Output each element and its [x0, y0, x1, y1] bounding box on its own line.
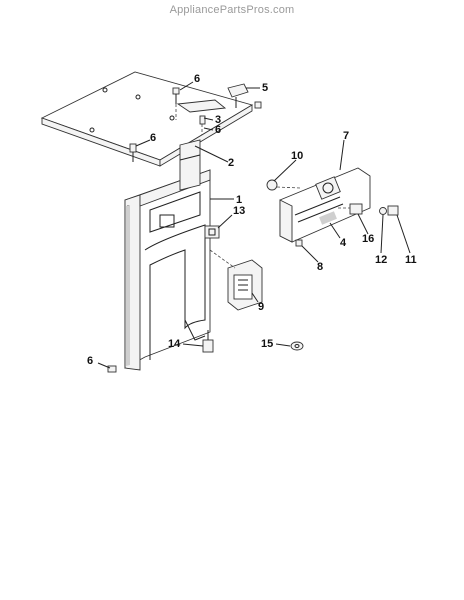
- callout-15: 15: [261, 338, 273, 350]
- callout-6c: 6: [150, 132, 156, 144]
- upper-bracket[interactable]: [179, 139, 201, 191]
- leader-lines: [97, 81, 411, 369]
- callout-3: 3: [215, 114, 221, 126]
- callout-7: 7: [343, 130, 349, 142]
- callout-5: 5: [262, 82, 268, 94]
- watermark: AppliancePartsPros.com: [169, 4, 295, 16]
- clip-part-3[interactable]: [176, 99, 227, 135]
- callout-8: 8: [317, 261, 323, 273]
- component-part-5[interactable]: [227, 83, 249, 108]
- washer-part-12[interactable]: [379, 207, 387, 215]
- callout-6d: 6: [87, 355, 93, 367]
- label-part-4[interactable]: [319, 211, 337, 225]
- callout-labels: 6 5 3 6 6 2 1 13 9 14 6 15 7 10 4 8 16 1…: [87, 73, 417, 367]
- main-housing[interactable]: [124, 169, 211, 371]
- callout-13: 13: [233, 205, 245, 217]
- screw-6c[interactable]: [129, 143, 137, 162]
- screw-6b[interactable]: [254, 101, 262, 109]
- callout-1: 1: [236, 194, 242, 206]
- screw-part-8[interactable]: [295, 239, 303, 247]
- switch-part-16[interactable]: [338, 203, 363, 215]
- callout-14: 14: [168, 338, 181, 350]
- callout-9: 9: [258, 301, 264, 313]
- knob-part-10[interactable]: [266, 179, 301, 191]
- washer-part-15[interactable]: [290, 341, 304, 351]
- callout-11: 11: [405, 254, 417, 266]
- callout-2: 2: [228, 157, 234, 169]
- screw-6a[interactable]: [172, 87, 180, 120]
- button-part-11[interactable]: [387, 205, 399, 216]
- screw-6d[interactable]: [107, 365, 117, 373]
- callout-12: 12: [375, 254, 387, 266]
- connector-part-13[interactable]: [204, 225, 220, 239]
- control-panel-part-7[interactable]: [279, 167, 371, 243]
- control-module-part-9[interactable]: [209, 249, 263, 311]
- callout-4: 4: [340, 237, 347, 249]
- callout-6b: 6: [215, 124, 221, 136]
- callout-16: 16: [362, 233, 374, 245]
- callout-6a: 6: [194, 73, 200, 85]
- callout-10: 10: [291, 150, 303, 162]
